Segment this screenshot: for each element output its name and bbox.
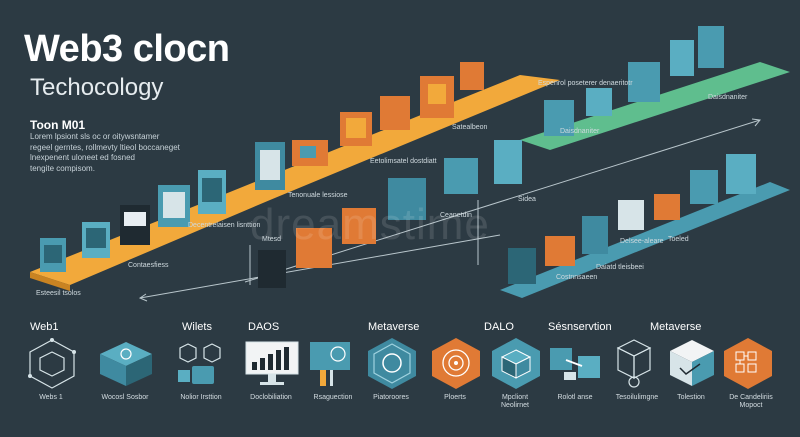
intro-line: regeel gerntes, rollmevty ltieol boccane… bbox=[30, 142, 180, 152]
diagram-label: Daisdnaniter bbox=[708, 94, 748, 101]
diagram-label: Toeled bbox=[668, 236, 689, 243]
block-orange-5 bbox=[460, 62, 484, 90]
intro-line: lnexpenent uloneet ed fosned bbox=[30, 153, 135, 162]
monitor-chart-icon bbox=[245, 341, 299, 385]
wallet-nodes-icon bbox=[178, 343, 221, 384]
block-teal-15 bbox=[690, 170, 718, 204]
row-caption: Rsaguection bbox=[313, 394, 353, 401]
row-heading: Wilets bbox=[182, 321, 212, 333]
diagram-label: Contaesfiess bbox=[128, 262, 169, 269]
page-subtitle: Techocology bbox=[30, 74, 164, 101]
intro-line: Lorem lpsiont sls oc or oitywsntamer bbox=[30, 132, 160, 141]
page-title: Web3 clocn bbox=[24, 28, 230, 70]
diagram-label: Daisdnaniter bbox=[560, 128, 600, 135]
hand-cube-icon bbox=[670, 340, 714, 386]
arrow-head bbox=[751, 118, 761, 127]
platform-box-icon bbox=[100, 342, 152, 386]
row-caption: Wocosl Sosbor bbox=[101, 394, 149, 401]
block-orange-4 bbox=[420, 76, 454, 118]
row-caption: Nolior Irsttion bbox=[180, 394, 222, 401]
upper-blocks bbox=[40, 62, 484, 272]
block-teal-9 bbox=[698, 26, 724, 68]
diagram-label: Delsee-aleare bbox=[620, 238, 664, 245]
diagram-label: Ceanetdin bbox=[440, 212, 472, 219]
block-teal-7 bbox=[628, 62, 660, 102]
row-heading: DAOS bbox=[248, 321, 280, 333]
row-caption: Tolestion bbox=[677, 394, 705, 401]
block-dark-1 bbox=[120, 205, 150, 245]
block-orange-8 bbox=[545, 236, 575, 266]
row-heading: Metaverse bbox=[650, 321, 702, 333]
diagram-label: Costnnsaeen bbox=[556, 274, 598, 281]
block-orange-2 bbox=[340, 112, 372, 146]
watermark: dreamstime bbox=[250, 200, 490, 249]
block-teal-3 bbox=[158, 185, 190, 227]
metaverse-hexagon-icon bbox=[368, 338, 416, 389]
upper-ribbon bbox=[30, 75, 560, 291]
top-right-platform bbox=[520, 26, 790, 150]
block-orange-3 bbox=[380, 96, 410, 130]
intro-heading: Toon M01 bbox=[30, 118, 86, 132]
diagram-label: Daiatd tleisbeei bbox=[596, 264, 644, 271]
diagram-label: Esteesil tsolos bbox=[36, 290, 81, 297]
row-heading: Web1 bbox=[30, 321, 59, 333]
block-orange-7 bbox=[342, 208, 376, 244]
block-teal-2 bbox=[82, 222, 110, 258]
presentation-board-icon bbox=[310, 342, 350, 386]
row-caption: Rolotl anse bbox=[557, 394, 593, 401]
block-orange-9 bbox=[654, 194, 680, 220]
row-caption: Tesoilulimgne bbox=[615, 394, 659, 401]
middle-blocks bbox=[258, 140, 522, 288]
target-hexagon-icon bbox=[432, 338, 480, 389]
diagram-label: Espenrol poseterer denaeritotr bbox=[538, 80, 633, 87]
block-teal-5 bbox=[544, 100, 574, 136]
ribbon-top bbox=[500, 182, 790, 298]
lower-right-ribbon bbox=[500, 154, 790, 298]
link-blocks-icon bbox=[550, 348, 600, 380]
block-white-1 bbox=[618, 200, 644, 230]
diagram-label: Eetolimsatel dostdiatt bbox=[370, 158, 437, 165]
block-dark-2 bbox=[258, 250, 286, 288]
block-teal-14 bbox=[582, 216, 608, 254]
network-cube-icon bbox=[28, 338, 76, 389]
diagram-label: Satealbeon bbox=[452, 124, 488, 131]
block-orange-1 bbox=[292, 140, 328, 166]
row-heading: DALO bbox=[484, 321, 514, 333]
block-teal-10 bbox=[388, 178, 426, 220]
block-teal-11 bbox=[444, 158, 478, 194]
block-teal-4 bbox=[198, 170, 226, 214]
row-caption: Mpcliont Neolirnet bbox=[500, 394, 529, 409]
block-teal-16 bbox=[726, 154, 756, 194]
phone-cube-icon bbox=[616, 339, 652, 388]
row-caption: Doclobiliation bbox=[250, 394, 292, 401]
block-orange-6 bbox=[296, 228, 332, 268]
block-teal-8 bbox=[670, 40, 694, 76]
row-heading: Sésnservtion bbox=[548, 321, 612, 333]
grid-hexagon-icon bbox=[724, 338, 772, 389]
platform-top bbox=[520, 62, 790, 150]
ribbon-side bbox=[30, 272, 70, 291]
dao-cube-icon bbox=[492, 338, 540, 389]
block-teal-12 bbox=[494, 140, 522, 184]
row-caption: De Candeliriis Mopoct bbox=[729, 394, 773, 409]
arrow-head bbox=[138, 293, 148, 302]
block-teal-13 bbox=[508, 248, 536, 284]
intro-line: tengite compisom. bbox=[30, 163, 95, 173]
row-caption: Piatoroores bbox=[373, 394, 409, 401]
block-teal-1 bbox=[40, 238, 66, 272]
ribbon-top bbox=[30, 75, 560, 285]
block-teal-6 bbox=[586, 88, 612, 116]
row-caption: Ploerts bbox=[444, 394, 466, 401]
diagram-label: Tenonuale lessiose bbox=[288, 192, 348, 199]
diagram-label: Decentrelaisen lisnttion bbox=[188, 222, 261, 229]
diagram-label: Sidea bbox=[518, 196, 536, 203]
row-caption: Webs 1 bbox=[39, 394, 63, 401]
block-server-1 bbox=[255, 142, 285, 190]
row-heading: Metaverse bbox=[368, 321, 420, 333]
diagram-label: Mtesd bbox=[262, 236, 282, 243]
intro-text: Lorem lpsiont sls oc or oitywsntamer reg… bbox=[30, 132, 240, 174]
